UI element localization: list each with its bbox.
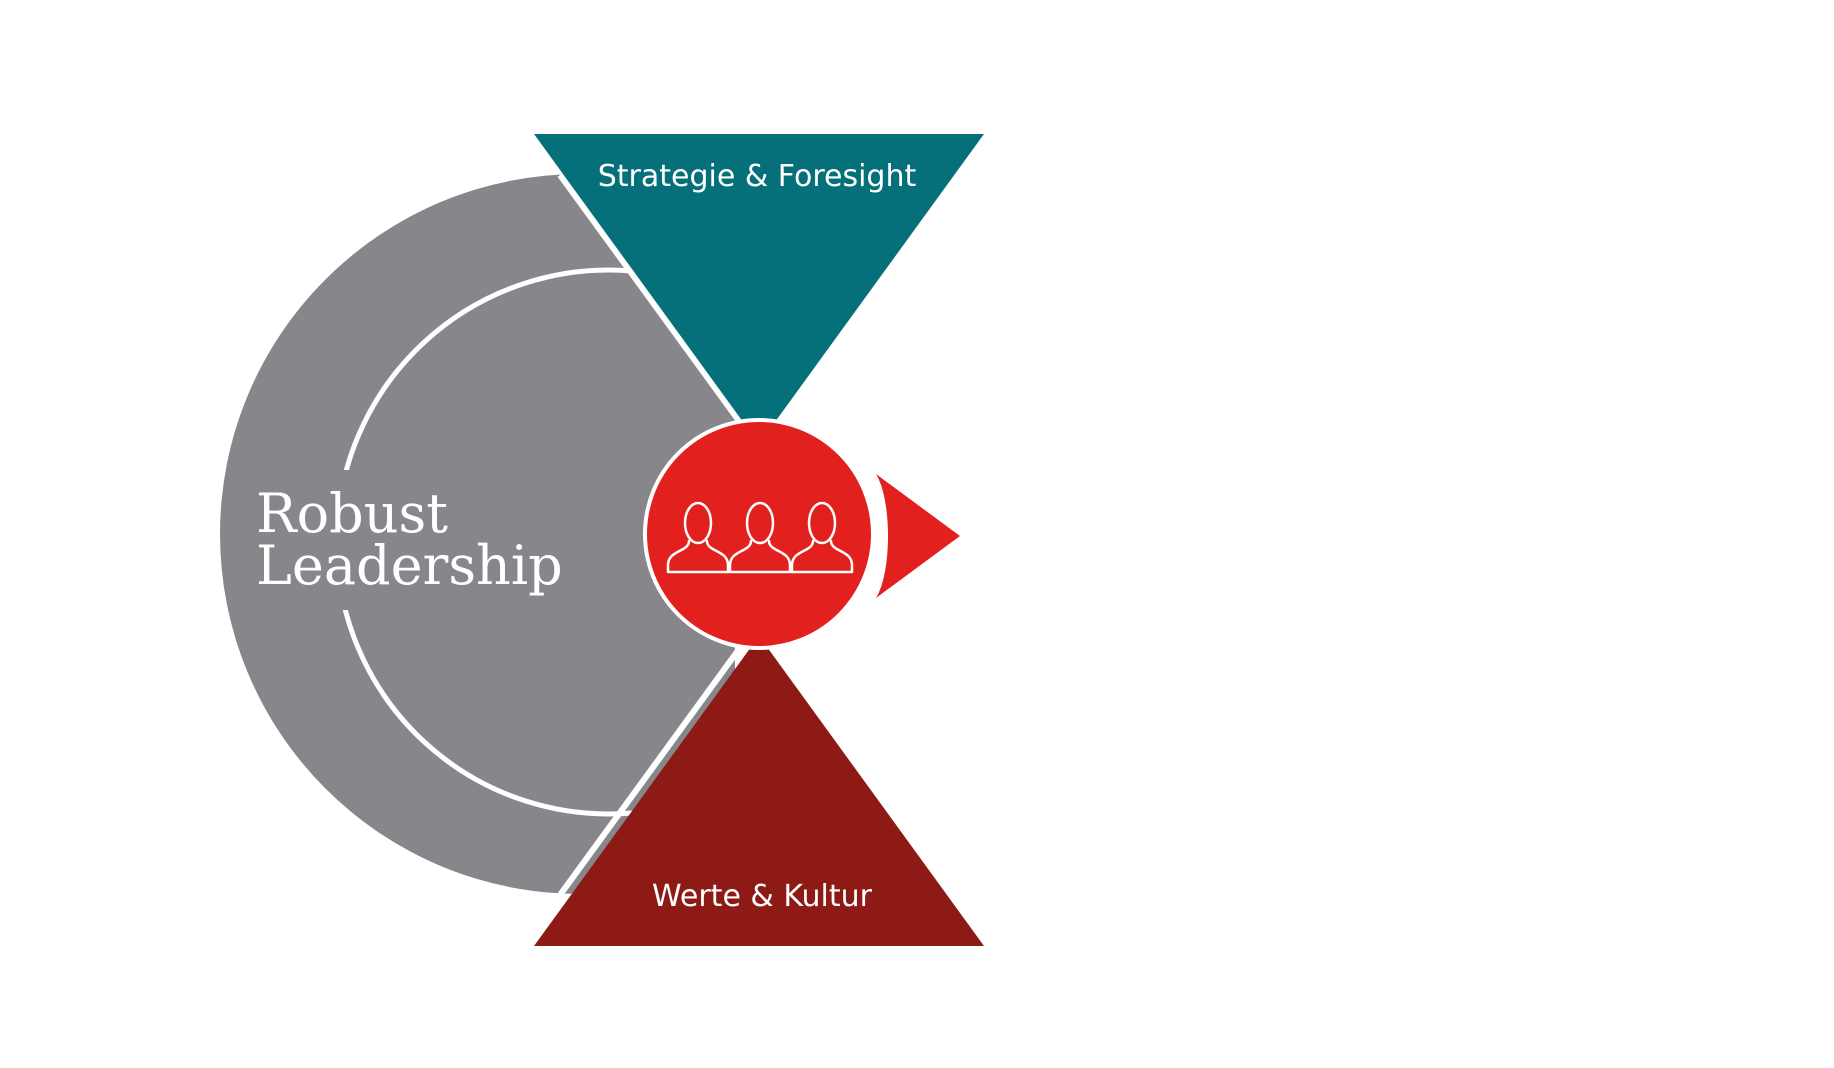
separator-bottom xyxy=(557,643,745,897)
outcome-text-line3: Veränderungsfähigkeit xyxy=(1010,592,1507,643)
team-circle xyxy=(643,418,875,650)
person-icon-left xyxy=(666,501,730,574)
person-icon-right xyxy=(790,501,854,574)
values-triangle xyxy=(534,636,984,946)
people-group-icon xyxy=(666,501,854,574)
left-title-line2: Leadership xyxy=(256,534,563,597)
arc-gap xyxy=(300,470,360,610)
left-title-line1: Robust xyxy=(256,482,448,545)
play-arrow-icon xyxy=(876,474,960,598)
person-icon-middle xyxy=(728,501,792,574)
strategy-triangle-label: Strategie & Foresight xyxy=(598,159,917,194)
separator-top xyxy=(557,173,745,427)
outcome-text-line2: Organisationale xyxy=(1010,530,1357,581)
bottom-caption: Wie xyxy=(722,964,796,1010)
top-caption: Was xyxy=(718,74,800,120)
values-triangle-label: Werte & Kultur xyxy=(652,879,873,914)
strategy-triangle xyxy=(534,134,984,444)
outcome-text-line1: Leistungsfähige und xyxy=(1010,468,1455,519)
